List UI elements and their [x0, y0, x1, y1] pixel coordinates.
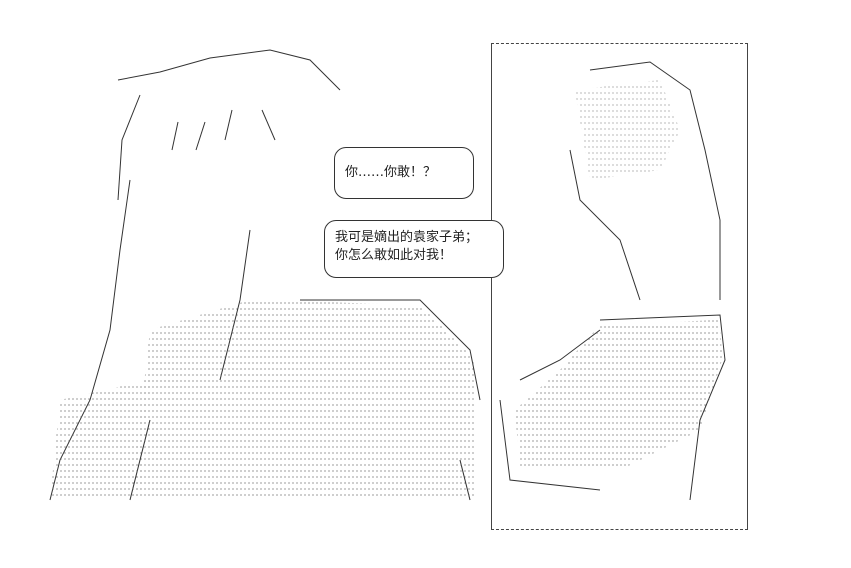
- speech-text-line-2: 你怎么敢如此对我！: [335, 248, 453, 263]
- speech-text: 你……你敢！？: [345, 165, 437, 180]
- speech-bubble-2: 我可是嫡出的袁家子弟； 你怎么敢如此对我！: [324, 220, 504, 278]
- panel-frame: [491, 43, 748, 530]
- hand-shading: [515, 80, 722, 470]
- speech-bubble-1: 你……你敢！？: [334, 147, 474, 199]
- left-figure-shading: [50, 300, 475, 500]
- speech-text-line-1: 我可是嫡出的袁家子弟；: [335, 230, 479, 245]
